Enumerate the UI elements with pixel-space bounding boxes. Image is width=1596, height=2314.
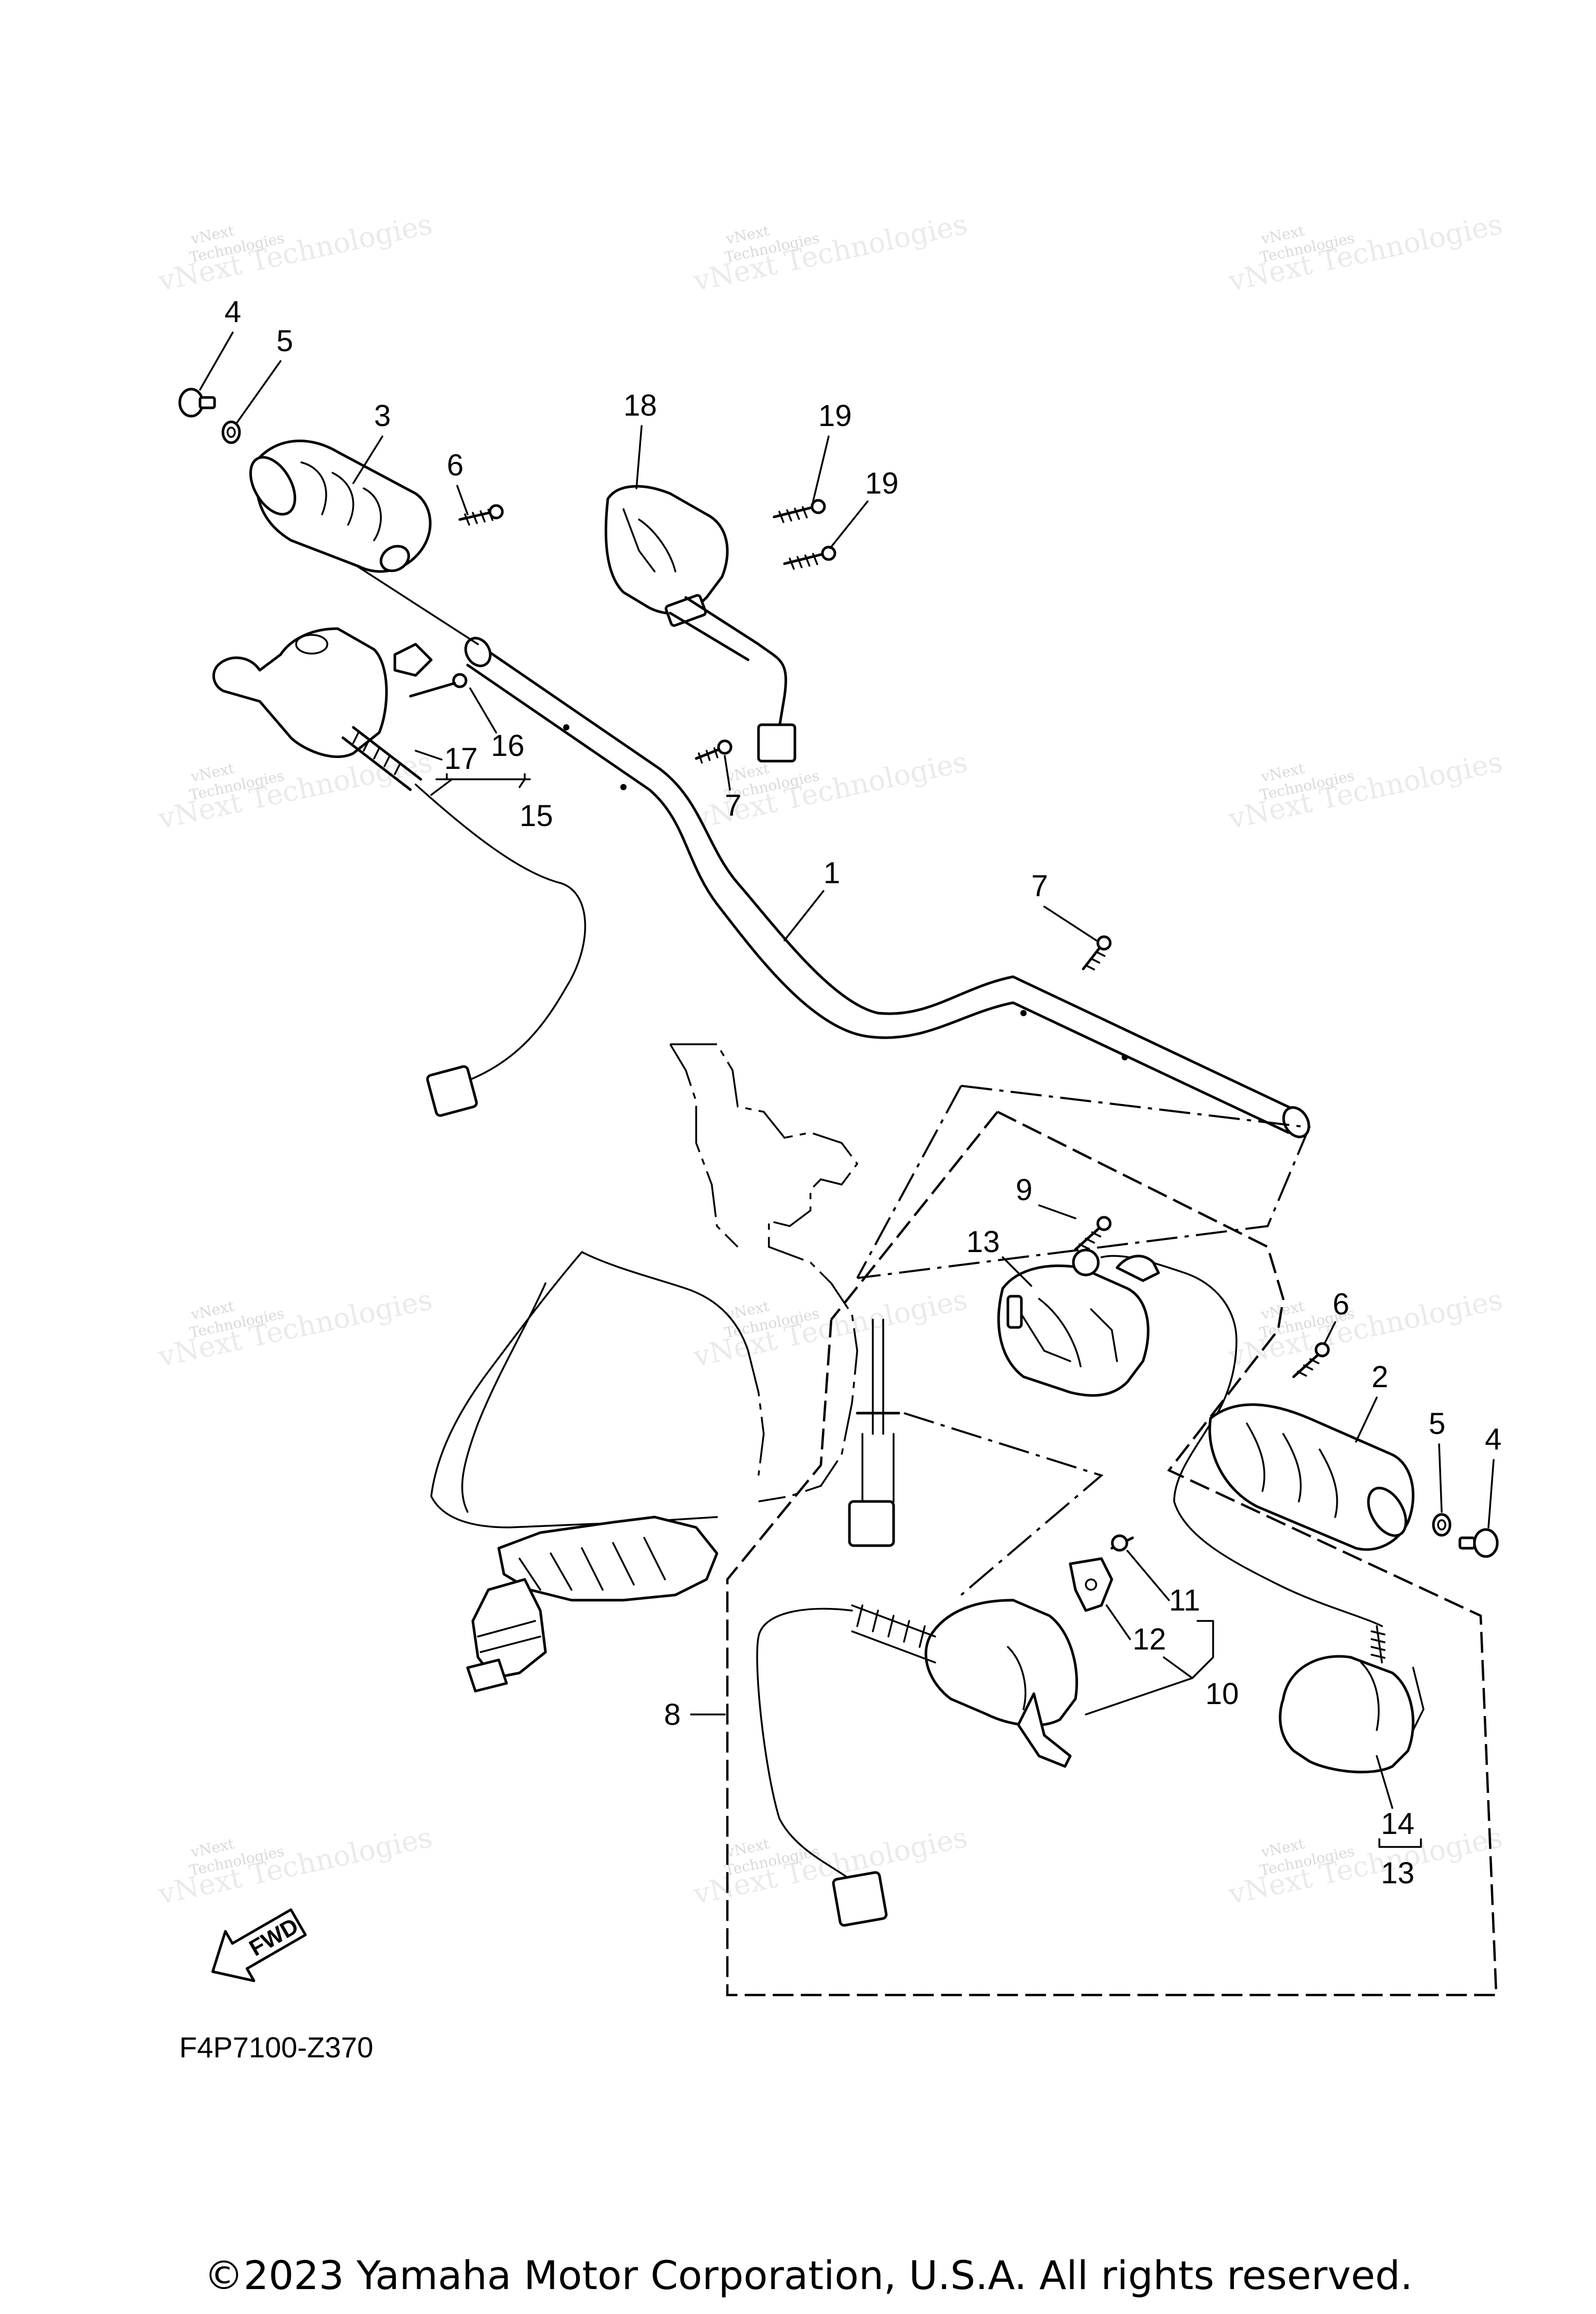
callout-16: 16 bbox=[491, 729, 525, 763]
callout-17: 17 bbox=[444, 742, 478, 776]
screw-6-right bbox=[1292, 1342, 1330, 1378]
screws-7 bbox=[695, 739, 1112, 970]
left-grip bbox=[249, 440, 432, 573]
screws-19 bbox=[773, 499, 836, 570]
screw-6-left bbox=[458, 504, 504, 526]
callout-6-left: 6 bbox=[447, 448, 463, 482]
kit-outline bbox=[856, 1085, 1311, 1596]
right-switch-unit bbox=[848, 1248, 1383, 1627]
steering-column-phantom bbox=[430, 1043, 859, 1693]
callout-9: 9 bbox=[1016, 1173, 1032, 1207]
callout-13-lower: 13 bbox=[1381, 1856, 1415, 1890]
left-end-screw bbox=[178, 388, 241, 444]
callout-19-lower: 19 bbox=[865, 467, 899, 500]
callout-5-right: 5 bbox=[1429, 1407, 1445, 1441]
fwd-arrow-icon: FWD bbox=[211, 1908, 307, 1983]
callout-6-right: 6 bbox=[1333, 1287, 1349, 1321]
right-end-screw bbox=[1432, 1513, 1499, 1558]
callout-15: 15 bbox=[520, 799, 553, 833]
left-switch-assembly bbox=[756, 1534, 1134, 1927]
callout-19-upper: 19 bbox=[818, 399, 852, 433]
figure-code: F4P7100-Z370 bbox=[179, 2031, 374, 2064]
callouts: 4 5 3 6 18 19 19 17 16 15 7 1 bbox=[199, 295, 1501, 1890]
callout-1: 1 bbox=[823, 856, 840, 890]
callout-10: 10 bbox=[1205, 1677, 1239, 1711]
callout-2: 2 bbox=[1372, 1360, 1388, 1394]
callout-11: 11 bbox=[1169, 1584, 1200, 1617]
left-lever-assembly bbox=[212, 627, 587, 1117]
bracket-17-16 bbox=[393, 643, 468, 698]
kill-switch-unit bbox=[1279, 1625, 1425, 1774]
callout-13-upper: 13 bbox=[966, 1225, 1000, 1259]
callout-5-left: 5 bbox=[276, 324, 293, 358]
callout-12: 12 bbox=[1133, 1623, 1166, 1656]
callout-3: 3 bbox=[374, 399, 391, 433]
handlebar bbox=[352, 563, 1310, 1138]
callout-18: 18 bbox=[623, 389, 657, 422]
copyright-notice: ©2023 Yamaha Motor Corporation, U.S.A. A… bbox=[204, 2252, 1413, 2298]
callout-14: 14 bbox=[1381, 1807, 1415, 1841]
callout-4-right: 4 bbox=[1485, 1422, 1501, 1456]
callout-7-right: 7 bbox=[1031, 869, 1048, 903]
callout-4-left: 4 bbox=[224, 295, 241, 329]
callout-7-upper: 7 bbox=[725, 789, 741, 822]
screw-9 bbox=[1074, 1216, 1112, 1251]
right-switch-box bbox=[604, 485, 796, 763]
right-grip bbox=[1208, 1403, 1415, 1551]
assembly-8-boundary bbox=[726, 1110, 1498, 1997]
callout-8: 8 bbox=[664, 1698, 681, 1732]
